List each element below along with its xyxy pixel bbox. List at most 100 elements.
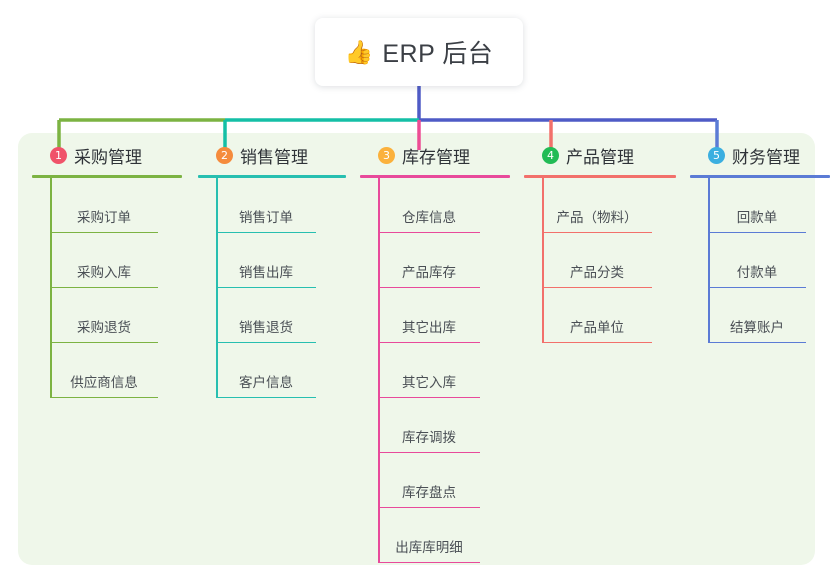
branch-item-label: 销售订单 xyxy=(239,210,293,225)
branch-header-2[interactable]: 2 销售管理 xyxy=(198,140,346,170)
branch-item-label: 结算账户 xyxy=(730,320,784,335)
branch-item-rule xyxy=(216,341,316,343)
branch-number-badge: 2 xyxy=(216,146,233,164)
branch-item-label: 采购入库 xyxy=(77,265,131,280)
branch-item[interactable]: 结算账户 xyxy=(708,288,806,343)
branches-panel xyxy=(18,133,815,565)
branch-item-rule xyxy=(378,286,480,288)
branch-item-rule xyxy=(50,286,158,288)
branch-item[interactable]: 产品库存 xyxy=(378,233,480,288)
branch-item[interactable]: 仓库信息 xyxy=(378,178,480,233)
branch-item-label: 采购订单 xyxy=(77,210,131,225)
branch-item-list: 回款单付款单结算账户 xyxy=(690,178,830,343)
branch-item[interactable]: 销售订单 xyxy=(216,178,316,233)
branch-number-badge: 5 xyxy=(708,146,725,164)
branch-item[interactable]: 其它入库 xyxy=(378,343,480,398)
branch-column-5: 5 财务管理回款单付款单结算账户 xyxy=(690,140,830,343)
branch-item-label: 库存调拨 xyxy=(402,430,456,445)
branch-header-4[interactable]: 4 产品管理 xyxy=(524,140,676,170)
branch-item[interactable]: 付款单 xyxy=(708,233,806,288)
branch-item-label: 采购退货 xyxy=(77,320,131,335)
branch-item-list: 采购订单采购入库采购退货供应商信息 xyxy=(32,178,182,398)
branch-item[interactable]: 供应商信息 xyxy=(50,343,158,398)
branch-title: 产品管理 xyxy=(566,147,634,167)
branch-item-label: 销售退货 xyxy=(239,320,293,335)
branch-header-rule xyxy=(198,175,346,178)
branch-item-label: 产品单位 xyxy=(570,320,624,335)
branch-item-label: 出库库明细 xyxy=(395,540,463,555)
branch-item-label: 付款单 xyxy=(736,265,778,280)
branch-title: 库存管理 xyxy=(402,147,470,167)
branch-number-badge: 4 xyxy=(542,146,559,164)
branch-item-rule xyxy=(378,451,480,453)
branch-header-rule xyxy=(690,175,830,178)
branch-item[interactable]: 销售退货 xyxy=(216,288,316,343)
branch-spine xyxy=(542,178,544,343)
branch-item-rule xyxy=(708,231,806,233)
branch-title: 销售管理 xyxy=(240,147,308,167)
branch-item-label: 库存盘点 xyxy=(402,485,456,500)
branch-item[interactable]: 采购入库 xyxy=(50,233,158,288)
branch-number-badge: 3 xyxy=(378,146,395,164)
branch-item-label: 销售出库 xyxy=(239,265,293,280)
branch-item-rule xyxy=(378,506,480,508)
branch-item-rule xyxy=(542,231,652,233)
branch-header-5[interactable]: 5 财务管理 xyxy=(690,140,830,170)
branch-title: 财务管理 xyxy=(732,147,800,167)
branch-spine xyxy=(378,178,380,563)
branch-item-rule xyxy=(50,341,158,343)
branch-item[interactable]: 销售出库 xyxy=(216,233,316,288)
branch-item[interactable]: 出库库明细 xyxy=(378,508,480,563)
branch-item[interactable]: 库存盘点 xyxy=(378,453,480,508)
branch-item-label: 供应商信息 xyxy=(70,375,138,390)
branch-item-rule xyxy=(378,341,480,343)
branch-item-rule xyxy=(708,286,806,288)
branch-item-label: 其它出库 xyxy=(402,320,456,335)
branch-spine xyxy=(50,178,52,398)
branch-header-rule xyxy=(360,175,510,178)
branch-header-1[interactable]: 1 采购管理 xyxy=(32,140,182,170)
branch-item-label: 产品库存 xyxy=(402,265,456,280)
branch-item-label: 产品分类 xyxy=(570,265,624,280)
branch-item-rule xyxy=(378,231,480,233)
branch-item[interactable]: 采购订单 xyxy=(50,178,158,233)
branch-item[interactable]: 采购退货 xyxy=(50,288,158,343)
branch-item[interactable]: 产品分类 xyxy=(542,233,652,288)
branch-item-rule xyxy=(50,231,158,233)
branch-column-4: 4 产品管理产品（物料） 产品分类产品单位 xyxy=(524,140,676,343)
thumbs-up-icon: 👍 xyxy=(344,38,374,65)
root-node[interactable]: 👍 ERP 后台 xyxy=(315,18,523,86)
branch-item-label: 仓库信息 xyxy=(402,210,456,225)
page-title: ERP 后台 xyxy=(382,40,494,68)
branch-number-badge: 1 xyxy=(50,146,67,164)
branch-item-label: 客户信息 xyxy=(239,375,293,390)
branch-spine xyxy=(216,178,218,398)
branch-item-rule xyxy=(216,231,316,233)
branch-item-label: 回款单 xyxy=(736,210,778,225)
branch-item-label: 其它入库 xyxy=(402,375,456,390)
branch-item-rule xyxy=(378,396,480,398)
branch-item-rule xyxy=(216,286,316,288)
branch-column-1: 1 采购管理采购订单采购入库采购退货供应商信息 xyxy=(32,140,182,398)
branch-item[interactable]: 其它出库 xyxy=(378,288,480,343)
branch-item[interactable]: 客户信息 xyxy=(216,343,316,398)
branch-header-3[interactable]: 3 库存管理 xyxy=(360,140,510,170)
root-node-inner: 👍 ERP 后台 xyxy=(345,34,494,70)
branch-item-rule xyxy=(50,396,158,398)
branch-item[interactable]: 产品（物料） xyxy=(542,178,652,233)
branch-item-rule xyxy=(378,561,480,563)
branch-column-3: 3 库存管理仓库信息产品库存其它出库其它入库库存调拨库存盘点出库库明细 xyxy=(360,140,510,563)
branch-item[interactable]: 库存调拨 xyxy=(378,398,480,453)
branch-title: 采购管理 xyxy=(74,147,142,167)
branch-item[interactable]: 回款单 xyxy=(708,178,806,233)
branch-item-rule xyxy=(542,286,652,288)
branch-item-list: 产品（物料） 产品分类产品单位 xyxy=(524,178,676,343)
branch-item-rule xyxy=(542,341,652,343)
branch-spine xyxy=(708,178,710,343)
branch-item-label: 产品（物料） xyxy=(556,210,638,225)
branch-item-rule xyxy=(216,396,316,398)
branch-item-list: 仓库信息产品库存其它出库其它入库库存调拨库存盘点出库库明细 xyxy=(360,178,510,563)
branch-item[interactable]: 产品单位 xyxy=(542,288,652,343)
branch-header-rule xyxy=(524,175,676,178)
